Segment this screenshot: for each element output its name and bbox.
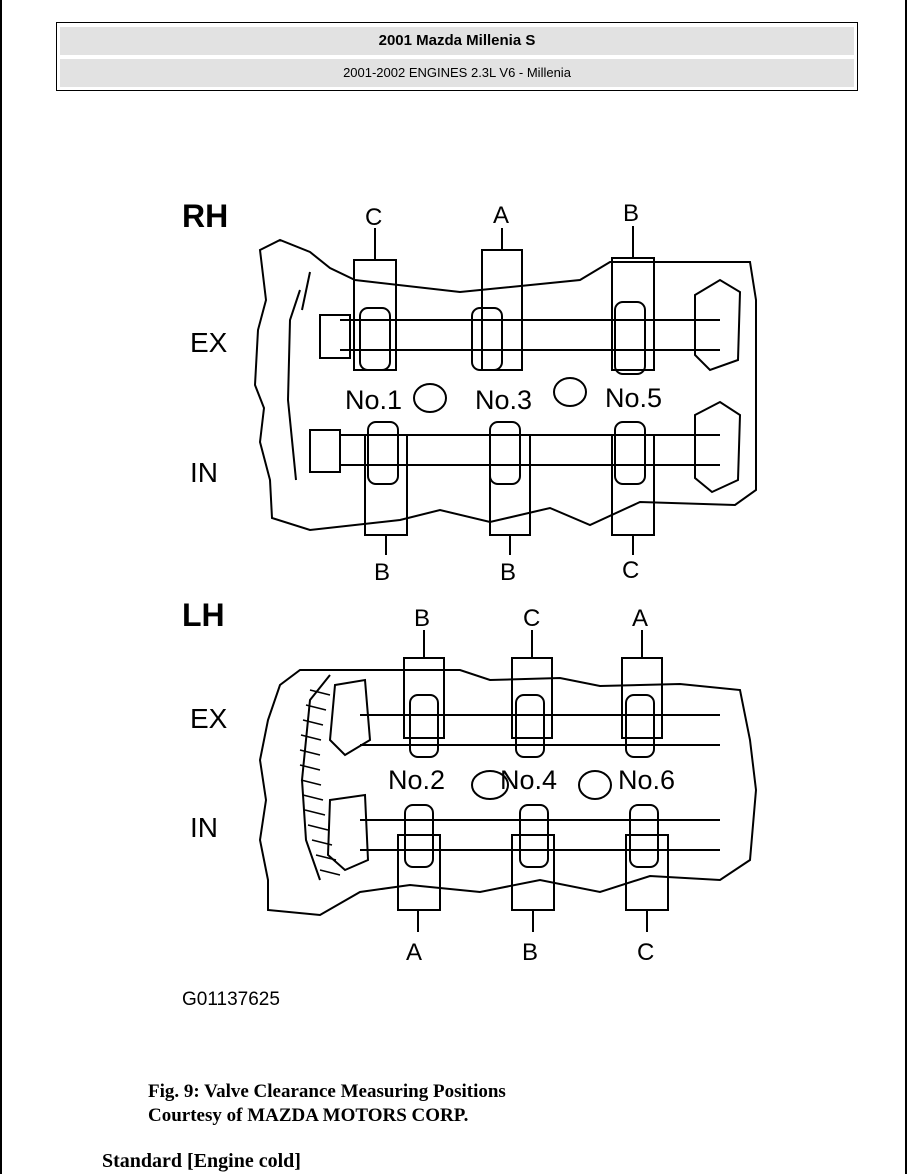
lh-ex-camshaft <box>360 714 720 746</box>
rh-head-outline <box>253 238 757 532</box>
rh-top-letter-1: C <box>365 204 382 231</box>
lh-cyl-label-6: No.6 <box>618 765 675 795</box>
rh-top-letter-3: B <box>623 200 639 227</box>
rh-in-label: IN <box>190 457 218 488</box>
document-header: 2001 Mazda Millenia S 2001-2002 ENGINES … <box>56 22 858 91</box>
section-heading: Standard [Engine cold] <box>102 1150 301 1172</box>
lh-in-label: IN <box>190 812 218 843</box>
rh-ex-caps <box>359 301 646 375</box>
figure-caption: Fig. 9: Valve Clearance Measuring Positi… <box>148 1080 506 1128</box>
caption-credit: Courtesy of MAZDA MOTORS CORP. <box>148 1105 469 1126</box>
document-title: 2001 Mazda Millenia S <box>60 27 854 55</box>
engine-diagram: RH EX IN C A B No.1 No.3 No.5 B B C LH E… <box>182 198 758 1010</box>
lh-ex-caps <box>409 694 655 758</box>
rh-in-caps <box>367 421 646 485</box>
lh-head-outline <box>258 669 758 917</box>
document-subtitle: 2001-2002 ENGINES 2.3L V6 - Millenia <box>60 59 854 87</box>
lh-top-letter-1: B <box>414 605 430 632</box>
figure-id: G01137625 <box>182 989 280 1010</box>
lh-bank-label: LH <box>182 597 225 633</box>
lh-bottom-letter-3: C <box>637 939 654 966</box>
lh-cyl-label-2: No.2 <box>388 765 445 795</box>
rh-bottom-letter-3: C <box>622 557 639 584</box>
lh-top-letter-2: C <box>523 605 540 632</box>
rh-bottom-letter-2: B <box>500 559 516 586</box>
lh-bottom-letter-2: B <box>522 939 538 966</box>
rh-bottom-letter-1: B <box>374 559 390 586</box>
rh-cyl-label-3: No.3 <box>475 385 532 415</box>
rh-bank-label: RH <box>182 198 228 234</box>
lh-top-letter-3: A <box>632 605 648 632</box>
lh-ex-label: EX <box>190 703 228 734</box>
rh-cyl-label-1: No.1 <box>345 385 402 415</box>
rh-ex-label: EX <box>190 327 228 358</box>
lh-cyl-label-4: No.4 <box>500 765 557 795</box>
valve-clearance-figure: RH EX IN C A B No.1 No.3 No.5 B B C LH E… <box>160 180 780 1030</box>
caption-title: Fig. 9: Valve Clearance Measuring Positi… <box>148 1081 506 1102</box>
lh-timing-gear <box>299 689 341 876</box>
rh-cyl-label-5: No.5 <box>605 383 662 413</box>
lh-in-camshaft <box>360 819 720 851</box>
rh-ex-camshaft <box>340 319 720 351</box>
lh-bottom-letter-1: A <box>406 939 422 966</box>
rh-top-letter-2: A <box>493 202 509 229</box>
